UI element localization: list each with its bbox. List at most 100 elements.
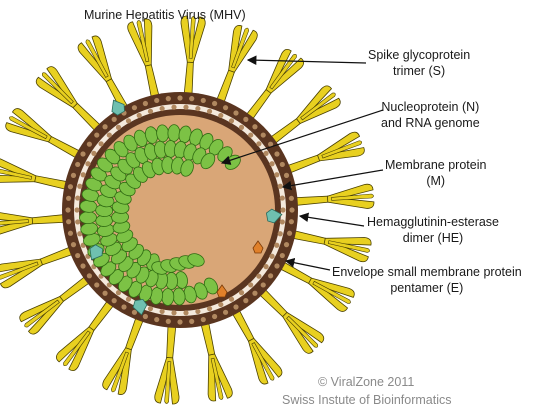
membrane-protein-dot — [87, 142, 92, 147]
membrane-protein-dot — [218, 113, 223, 118]
label-arrow — [300, 216, 364, 226]
membrane-protein-dot — [75, 219, 80, 224]
membrane-protein-dot — [284, 242, 289, 247]
membrane-protein-dot — [98, 141, 103, 146]
membrane-protein-dot — [239, 125, 244, 130]
membrane-protein-dot — [74, 207, 79, 212]
label-spike-line1: Spike glycoprotein — [368, 47, 470, 63]
membrane-protein-dot — [166, 96, 171, 101]
spike-trimer — [154, 321, 184, 404]
membrane-protein-dot — [274, 172, 279, 177]
label-membrane: Membrane protein (M) — [385, 157, 486, 189]
spike-trimer — [0, 206, 69, 236]
membrane-protein-dot — [284, 173, 289, 178]
membrane-protein-dot — [68, 184, 73, 189]
membrane-protein-dot — [189, 319, 194, 324]
membrane-protein-dot — [189, 96, 194, 101]
membrane-protein-dot — [66, 219, 71, 224]
nucleoprotein-unit — [168, 124, 181, 142]
spike-trimer — [281, 131, 366, 182]
membrane-protein-dot — [243, 298, 248, 303]
membrane-protein-dot — [143, 101, 148, 106]
membrane-protein-dot — [278, 184, 283, 189]
membrane-protein-dot — [154, 98, 159, 103]
nucleoprotein-unit — [79, 211, 96, 224]
membrane-protein-dot — [148, 109, 153, 114]
membrane-protein-dot — [91, 151, 96, 156]
label-nucleoprotein: Nucleoprotein (N) and RNA genome — [381, 99, 480, 131]
spike-trimer — [0, 238, 79, 289]
membrane-protein-dot — [94, 132, 99, 137]
membrane-protein-dot — [166, 319, 171, 324]
membrane-protein-dot — [177, 319, 182, 324]
membrane-protein-dot — [75, 253, 80, 258]
membrane-protein-dot — [218, 302, 223, 307]
spike-trimer — [127, 18, 168, 103]
membrane-protein-dot — [278, 231, 283, 236]
membrane-protein-dot — [126, 118, 131, 123]
membrane-protein-dot — [256, 274, 261, 279]
membrane-protein-dot — [280, 219, 285, 224]
membrane-protein-dot — [195, 106, 200, 111]
membrane-protein-dot — [183, 310, 188, 315]
membrane-protein-dot — [183, 105, 188, 110]
membrane-protein-dot — [263, 264, 268, 269]
membrane-protein-dot — [207, 109, 212, 114]
membrane-protein-dot — [143, 314, 148, 319]
membrane-protein-dot — [268, 273, 273, 278]
label-spike: Spike glycoprotein trimer (S) — [368, 47, 470, 79]
spike-trimer — [287, 222, 372, 263]
membrane-protein-dot — [201, 98, 206, 103]
membrane-protein-dot — [280, 195, 285, 200]
credit-line2: Swiss Instute of Bioinformatics — [282, 393, 452, 407]
membrane-protein-dot — [207, 306, 212, 311]
membrane-protein-dot — [274, 263, 279, 268]
membrane-protein-dot — [112, 298, 117, 303]
membrane-protein-dot — [233, 304, 238, 309]
membrane-protein-dot — [102, 124, 107, 129]
membrane-protein-dot — [195, 309, 200, 314]
membrane-protein-dot — [94, 282, 99, 287]
label-envelope-line1: Envelope small membrane protein — [332, 264, 522, 280]
label-membrane-line1: Membrane protein — [385, 157, 486, 173]
membrane-protein-dot — [212, 314, 217, 319]
membrane-protein-dot — [280, 207, 285, 212]
membrane-protein-dot — [289, 196, 294, 201]
membrane-protein-dot — [160, 106, 165, 111]
label-he: Hemagglutinin-esterase dimer (HE) — [367, 214, 499, 246]
spike-trimer — [291, 184, 375, 214]
membrane-protein-dot — [80, 263, 85, 268]
label-spike-line2: trimer (S) — [368, 63, 470, 79]
label-arrow — [248, 60, 366, 63]
membrane-protein-dot — [177, 95, 182, 100]
membrane-protein-dot — [287, 231, 292, 236]
membrane-protein-dot — [261, 282, 266, 287]
membrane-protein-dot — [102, 291, 107, 296]
label-nucleoprotein-line2: and RNA genome — [381, 115, 480, 131]
membrane-protein-dot — [107, 132, 112, 137]
membrane-protein-dot — [248, 132, 253, 137]
membrane-protein-dot — [239, 290, 244, 295]
membrane-protein-dot — [121, 304, 126, 309]
membrane-protein-dot — [229, 297, 234, 302]
membrane-protein-dot — [75, 162, 80, 167]
membrane-protein-dot — [160, 309, 165, 314]
membrane-protein-dot — [148, 306, 153, 311]
membrane-protein-dot — [71, 242, 76, 247]
membrane-protein-dot — [75, 195, 80, 200]
membrane-protein-dot — [289, 219, 294, 224]
membrane-protein-dot — [80, 151, 85, 156]
nucleoprotein-unit — [162, 288, 174, 305]
membrane-protein-dot — [243, 117, 248, 122]
membrane-protein-dot — [154, 317, 159, 322]
membrane-protein-dot — [274, 151, 279, 156]
membrane-protein-dot — [263, 151, 268, 156]
membrane-protein-dot — [132, 105, 137, 110]
membrane-protein-dot — [252, 291, 257, 296]
membrane-protein-dot — [229, 118, 234, 123]
spike-trimer — [176, 16, 206, 99]
membrane-protein-dot — [137, 113, 142, 118]
membrane-protein-dot — [212, 101, 217, 106]
membrane-protein-dot — [289, 207, 294, 212]
membrane-protein-dot — [248, 282, 253, 287]
